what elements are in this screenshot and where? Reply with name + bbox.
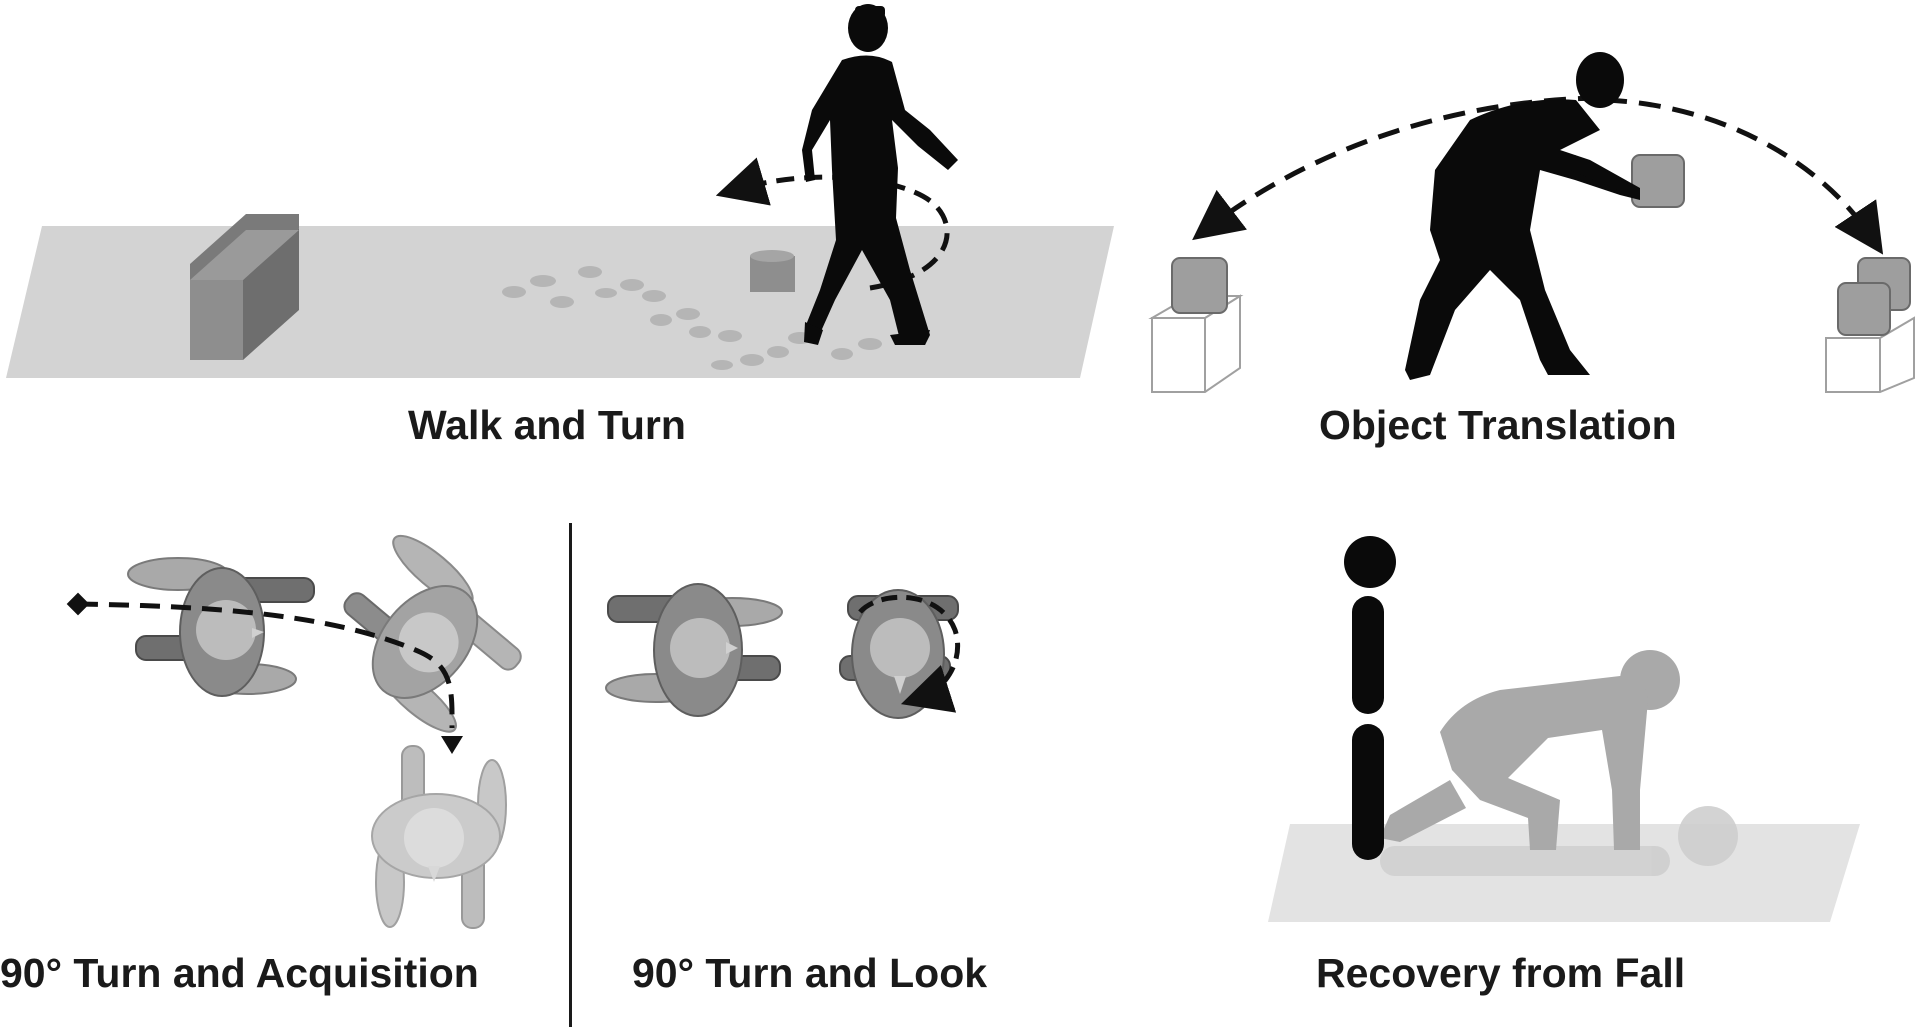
top-down-figure: [127, 557, 315, 697]
walk-turn-panel: [6, 4, 1114, 378]
kneeling-person-icon: [1380, 650, 1680, 850]
top-down-figure: [605, 583, 783, 717]
standing-figure-icon: [1344, 536, 1396, 860]
right-pedestal: [1825, 316, 1915, 393]
footprints-icon: [502, 266, 882, 370]
cube-icon: [1171, 257, 1228, 314]
object-translation-panel: [1148, 52, 1915, 393]
panel-divider: [569, 523, 572, 1027]
lying-figure-ghost: [1380, 806, 1738, 876]
dashed-arrow-icon: [1604, 97, 1884, 255]
turn-marker: [750, 250, 795, 292]
dashed-arrow-icon: [77, 601, 455, 728]
turn-acquisition-label: 90° Turn and Acquisition: [0, 950, 479, 996]
cube-icon: [1837, 282, 1891, 336]
obstacle-box: [190, 214, 299, 360]
object-translation-label: Object Translation: [1319, 402, 1677, 448]
dashed-arrow-icon: [1192, 95, 1601, 241]
path-start-diamond: [66, 592, 90, 616]
left-pedestal: [1148, 294, 1244, 393]
top-down-figure: [371, 745, 507, 929]
walk-turn-label: Walk and Turn: [408, 402, 686, 448]
top-down-figure: [343, 534, 522, 733]
fall-recovery-panel: [1268, 536, 1860, 922]
turn-look-label: 90° Turn and Look: [632, 950, 988, 996]
bending-person-icon: [1405, 52, 1640, 380]
cube-icon: [1631, 154, 1685, 208]
turn-acquisition-panel: [66, 534, 522, 929]
dashed-arrow-icon: [858, 594, 961, 713]
fall-recovery-label: Recovery from Fall: [1316, 950, 1686, 996]
walking-person-icon: [802, 4, 958, 346]
arrow-tip: [441, 736, 463, 754]
turn-look-panel: [605, 583, 961, 719]
